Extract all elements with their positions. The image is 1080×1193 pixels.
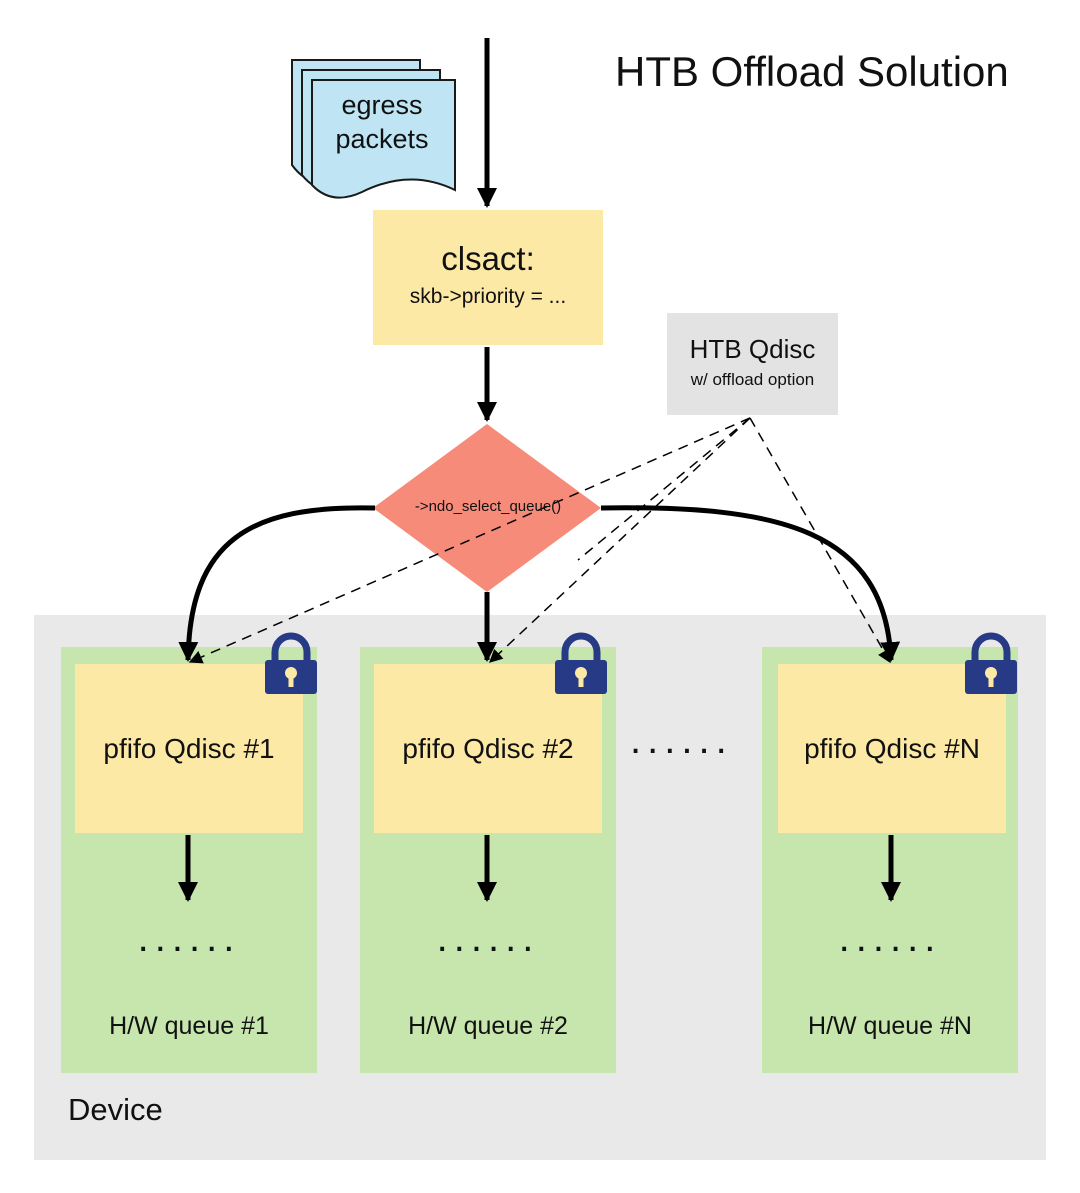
pfifo-qdisc-1-label: pfifo Qdisc #1 [103, 732, 275, 764]
select-queue-diamond [373, 424, 601, 592]
lock-icon [965, 632, 1017, 694]
pfifo-qdisc-2-label: pfifo Qdisc #2 [402, 732, 574, 764]
document-stack-icon [291, 59, 456, 199]
arrow-to-qdisc-1 [178, 505, 376, 662]
htb-qdisc-subtitle: w/ offload option [690, 370, 815, 389]
hw-queue-1-label: H/W queue #1 [109, 1012, 269, 1040]
dashed-link-extra [577, 417, 751, 561]
packets-label-line1: egress [341, 90, 423, 120]
diagram-title: HTB Offload Solution [615, 48, 1009, 95]
dashed-link-n [749, 417, 891, 664]
pfifo-qdisc-n-label: pfifo Qdisc #N [804, 732, 980, 764]
clsact-subtitle: skb->priority = ... [409, 285, 567, 308]
lane-1-dots: ...... [137, 916, 241, 960]
lane-2-dots: ...... [436, 916, 540, 960]
lock-icon [265, 632, 317, 694]
dashed-link-2 [489, 417, 751, 663]
htb-qdisc-box [667, 313, 838, 415]
hw-queue-2-label: H/W queue #2 [408, 1012, 568, 1040]
device-label: Device [68, 1092, 163, 1127]
clsact-title: clsact: [441, 240, 535, 277]
hw-queue-n-label: H/W queue #N [808, 1012, 972, 1040]
htb-qdisc-title: HTB Qdisc [689, 334, 816, 364]
arrow-to-qdisc-n [600, 505, 901, 662]
lock-icon [555, 632, 607, 694]
clsact-box [373, 210, 603, 345]
pfifo-qdisc-1: pfifo Qdisc #1 [75, 664, 303, 833]
packets-label-line2: packets [335, 124, 429, 154]
lane-n-dots: ...... [838, 916, 942, 960]
between-lanes-dots: ...... [630, 718, 733, 762]
select-queue-label: ->ndo_select_queue() [414, 498, 562, 515]
